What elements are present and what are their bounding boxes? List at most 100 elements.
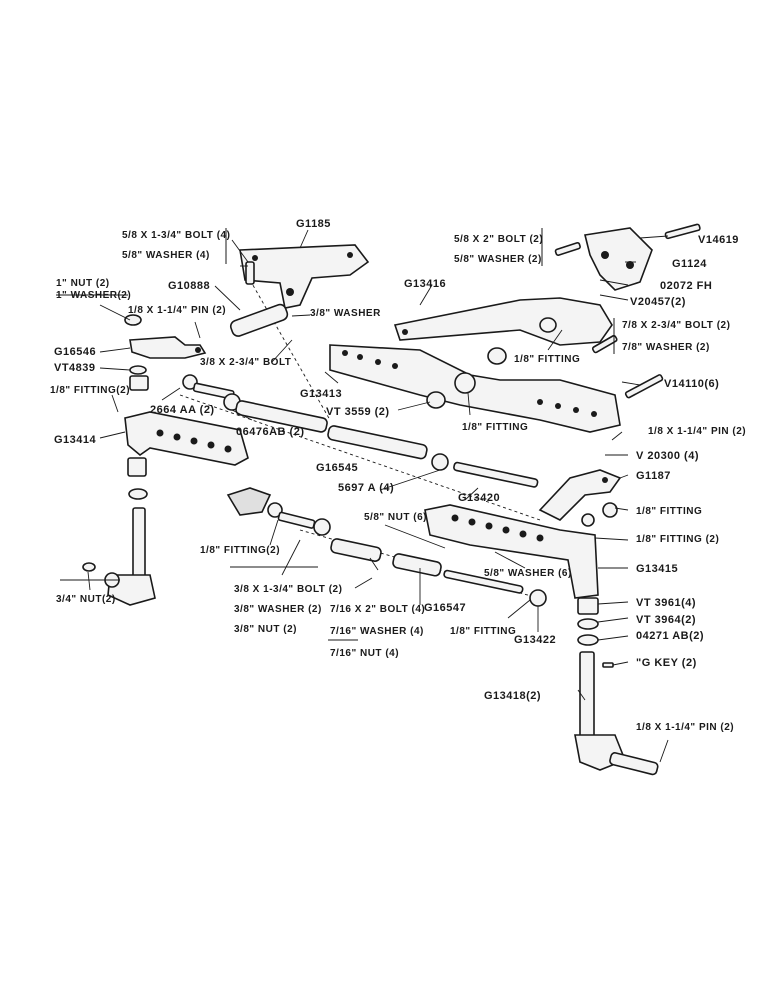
nut-3-4	[82, 562, 96, 572]
label-nut-3-8-2: 3/8" NUT (2)	[234, 624, 297, 635]
rod	[443, 569, 524, 594]
label-nut-7-16: 7/16" NUT (4)	[330, 648, 400, 659]
label-g13420: G13420	[458, 492, 501, 504]
bushing	[539, 317, 557, 333]
tube-g16545	[235, 400, 328, 433]
label-fitting-lower-left: 1/8" FITTING(2)	[200, 545, 281, 556]
label-v20457: V20457(2)	[630, 296, 686, 308]
label-washer-5-8-4: 5/8" WASHER (4)	[122, 250, 210, 261]
bolt-5-8	[245, 261, 255, 285]
label-g16547: G16547	[424, 602, 467, 614]
label-washer-5-8-2: 5/8" WASHER (2)	[454, 254, 542, 265]
bolt-7-8	[591, 334, 618, 354]
label-g13422: G13422	[514, 634, 557, 646]
label-bolt-3-8x2-3-4: 3/8 X 2-3/4" BOLT	[200, 357, 292, 368]
label-g13418: G13418(2)	[484, 690, 542, 702]
label-g13415: G13415	[636, 563, 679, 575]
arm-g16546	[129, 336, 207, 359]
label-washer-7-16: 7/16" WASHER (4)	[330, 626, 424, 637]
label-vt4839: VT4839	[54, 362, 96, 374]
label-g1185: G1185	[296, 218, 331, 230]
label-washer-3-8-2: 3/8" WASHER (2)	[234, 604, 322, 615]
label-g10888: G10888	[168, 280, 211, 292]
label-nut-1in: 1" NUT (2)	[56, 278, 110, 289]
bushing	[487, 347, 507, 365]
tie-rod-end-g13422	[529, 589, 547, 607]
label-fitting-right-2: 1/8" FITTING (2)	[636, 534, 720, 545]
label-nut-5-8-6: 5/8" NUT (6)	[364, 512, 427, 523]
bracket-g1185	[239, 244, 370, 309]
bolt-5-8x2	[554, 241, 581, 256]
label-g13414: G13414	[54, 434, 97, 446]
label-nut-3-4: 3/4" NUT(2)	[56, 594, 116, 605]
tie-rod-end-lower-left	[267, 502, 316, 529]
clamp	[313, 518, 331, 536]
axle-extension-g13414	[124, 411, 249, 466]
label-washer-5-8-6: 5/8" WASHER (6)	[484, 568, 572, 579]
spindle-g13418	[574, 651, 659, 776]
label-bolt-3-8x1-3-4: 3/8 X 1-3/4" BOLT (2)	[234, 584, 343, 595]
bushing	[129, 375, 149, 391]
label-v14619: V14619	[698, 234, 739, 246]
label-02072fh: 02072 FH	[660, 280, 713, 292]
washer-vt4839	[129, 365, 147, 375]
label-pin-1-8-bottom: 1/8 X 1-1/4" PIN (2)	[636, 722, 735, 733]
label-v14110: V14110(6)	[664, 378, 720, 390]
fitting	[602, 502, 618, 518]
label-washer-1in: 1" WASHER(2)	[56, 290, 132, 301]
label-fitting-center-top: 1/8" FITTING	[514, 354, 581, 365]
tube-g16547	[392, 553, 442, 577]
washer	[128, 488, 148, 500]
label-pin-1-8-left: 1/8 X 1-1/4" PIN (2)	[128, 305, 227, 316]
label-fitting-lower: 1/8" FITTING	[450, 626, 517, 637]
pin-g10888	[229, 303, 289, 337]
washer-04271ab	[577, 634, 599, 646]
label-bolt-5-8x1-3-4: 5/8 X 1-3/4" BOLT (4)	[122, 230, 231, 241]
tie-rod-arm-ghost	[226, 487, 272, 516]
g-key	[602, 662, 614, 668]
bolt-v14110	[624, 374, 664, 399]
label-5697a: 5697 A (4)	[338, 482, 395, 494]
label-washer-7-8-2: 7/8" WASHER (2)	[622, 342, 710, 353]
label-vt3961: VT 3961(4)	[636, 597, 697, 609]
clamp-5697a	[431, 453, 449, 471]
bushing	[127, 457, 147, 477]
label-g16546: G16546	[54, 346, 97, 358]
arm-g13416	[393, 297, 613, 346]
label-bolt-5-8x2: 5/8 X 2" BOLT (2)	[454, 234, 544, 245]
tube	[327, 425, 428, 460]
tube	[330, 538, 382, 562]
bolt-v14619	[664, 223, 701, 240]
label-vt3964: VT 3964(2)	[636, 614, 697, 626]
bushing-vt3559	[426, 391, 446, 409]
arm-g1187	[538, 469, 622, 521]
label-bolt-7-16x2: 7/16 X 2" BOLT (4)	[330, 604, 426, 615]
label-g13413: G13413	[300, 388, 343, 400]
label-pin-1-8-right: 1/8 X 1-1/4" PIN (2)	[648, 426, 747, 437]
nut-1in	[124, 314, 142, 326]
label-g1187: G1187	[636, 470, 671, 482]
washer-vt3964	[577, 618, 599, 630]
label-g-key: "G KEY (2)	[636, 657, 697, 669]
label-washer-3-8: 3/8" WASHER	[310, 308, 381, 319]
label-fitting-right: 1/8" FITTING	[636, 506, 703, 517]
spindle-left	[104, 507, 156, 606]
axle-beam-g13413	[329, 344, 621, 433]
label-g16545: G16545	[316, 462, 359, 474]
label-v20300: V 20300 (4)	[636, 450, 699, 462]
label-fitting-left: 1/8" FITTING(2)	[50, 385, 131, 396]
label-06476ab: 06476AB (2)	[236, 426, 305, 438]
label-04271ab: 04271 AB(2)	[636, 630, 705, 642]
leader-lines	[87, 229, 669, 763]
label-vt3559: VT 3559 (2)	[326, 406, 390, 418]
label-2664aa: 2664 AA (2)	[150, 404, 215, 416]
label-g1124: G1124	[672, 258, 707, 270]
bushing-vt3961	[577, 597, 599, 615]
label-bolt-7-8x2-3-4: 7/8 X 2-3/4" BOLT (2)	[622, 320, 731, 331]
label-fitting-center: 1/8" FITTING	[462, 422, 529, 433]
fitting	[581, 513, 595, 527]
label-g13416: G13416	[404, 278, 447, 290]
axle-extension-g13415	[424, 504, 599, 599]
bracket-g1124	[584, 227, 653, 291]
